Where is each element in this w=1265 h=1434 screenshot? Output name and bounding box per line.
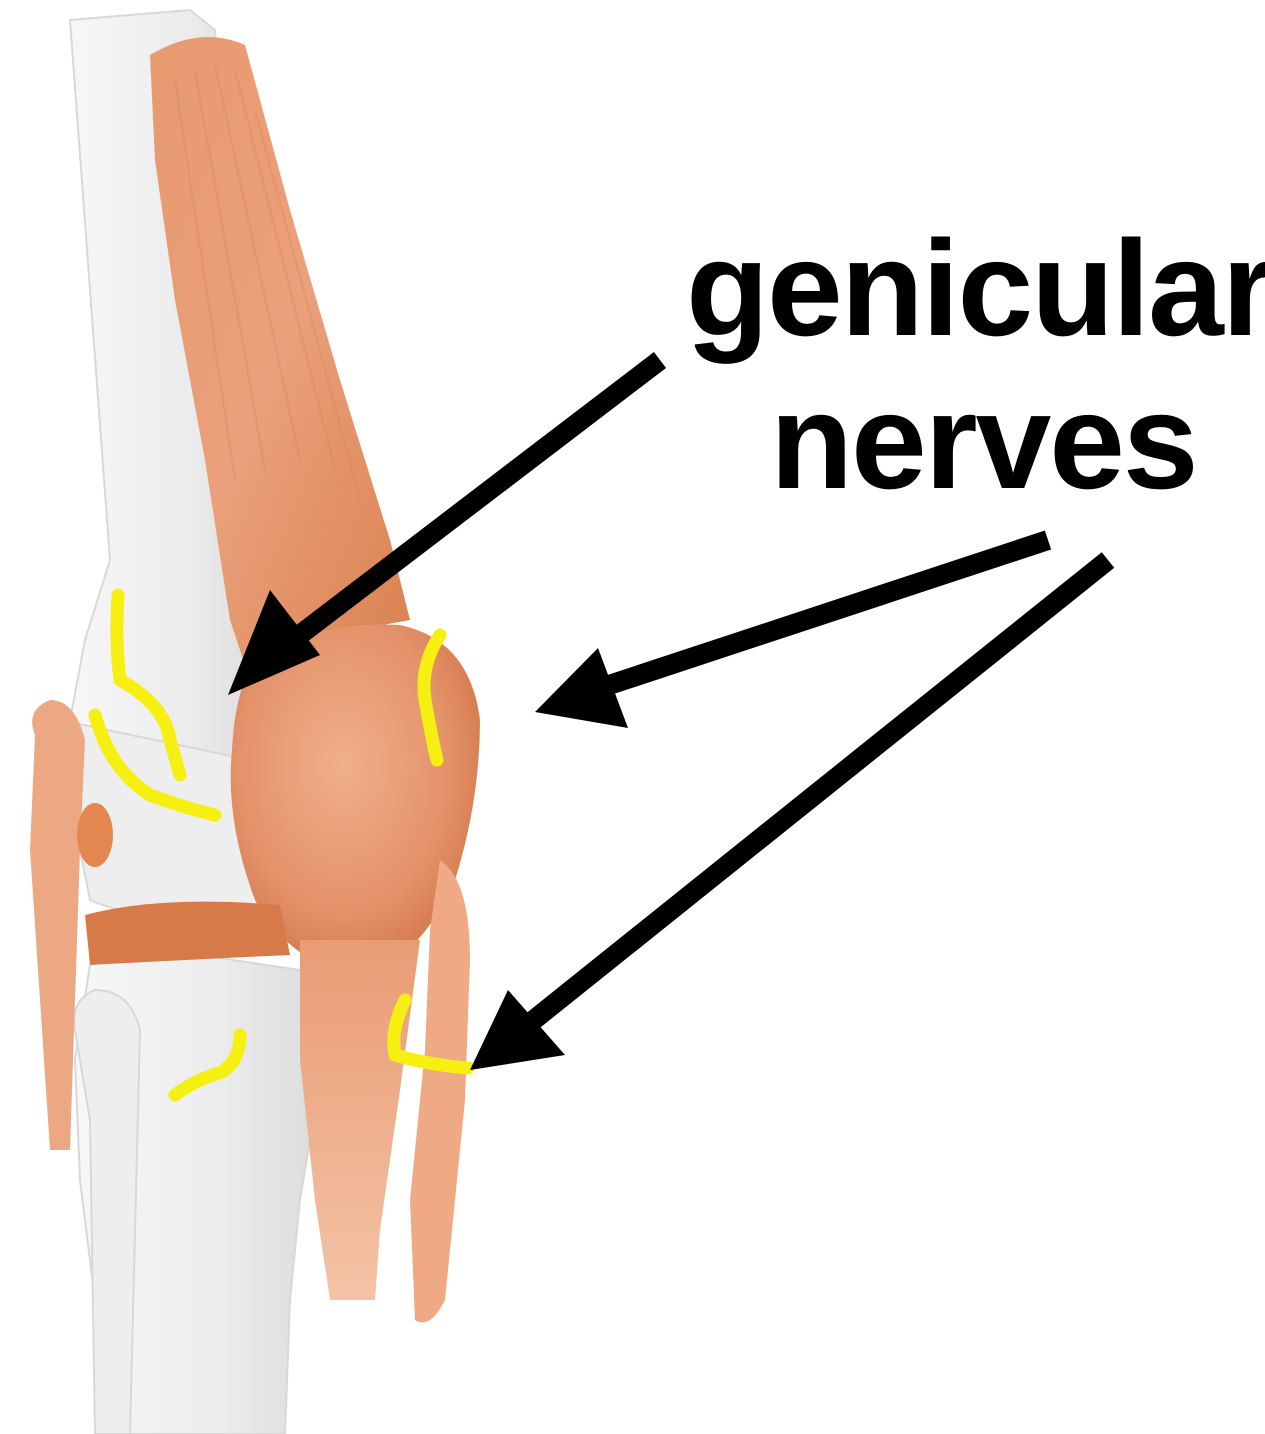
- patellar-tendon: [300, 940, 420, 1300]
- label-genicular: genicular: [686, 212, 1265, 364]
- label-nerves: nerves: [770, 365, 1197, 517]
- medial-nub: [77, 803, 113, 867]
- arrow-pointer-icon: [515, 560, 1108, 1035]
- meniscus: [85, 902, 290, 965]
